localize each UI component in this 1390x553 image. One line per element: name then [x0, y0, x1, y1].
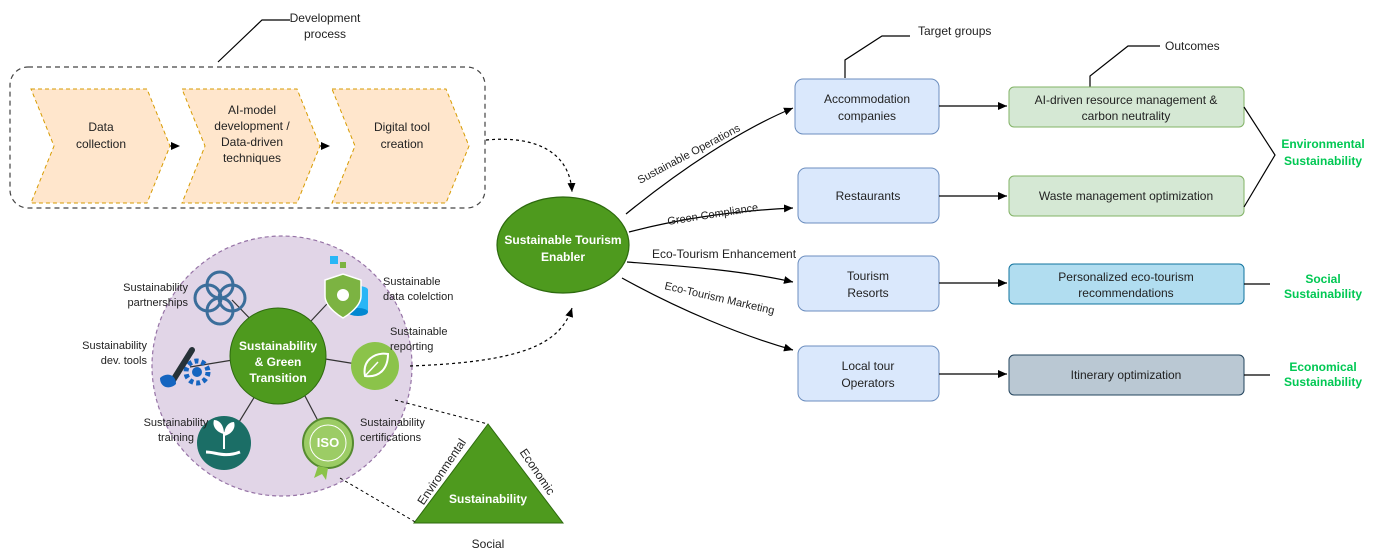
step-1-line-2: collection — [76, 137, 126, 151]
enabler-line2: Enabler — [541, 250, 585, 264]
edge-label-sustainable-operations: Sustainable Operations — [636, 122, 743, 187]
step-3-line-2: creation — [381, 137, 424, 151]
target-4-line-1: Local tour — [842, 359, 895, 373]
step-2-line-2: development / — [214, 119, 290, 133]
certifications-line1: Sustainability — [360, 417, 425, 429]
category-environmental-line2: Sustainability — [1284, 154, 1362, 168]
edge-label-green-compliance: Green Compliance — [667, 202, 759, 228]
outcomes-callout — [1089, 45, 1160, 88]
target-3-line-1: Tourism — [847, 269, 889, 283]
target-1-line-1: Accommodation — [824, 92, 910, 106]
partnerships-line1: Sustainability — [123, 282, 188, 294]
edge-green-compliance — [628, 204, 794, 233]
chevron-ai-model — [181, 88, 321, 204]
data-line1: Sustainable — [383, 276, 441, 288]
edge-sustainable-operations — [625, 107, 794, 215]
step-3-line-1: Digital tool — [374, 120, 430, 134]
target-4-line-2: Operators — [841, 376, 894, 390]
partnerships-line2: partnerships — [127, 297, 188, 309]
target-3-line-2: Resorts — [847, 286, 888, 300]
outcome-3-line-2: recommendations — [1078, 286, 1173, 300]
outcomes-label: Outcomes — [1165, 39, 1220, 53]
triangle-center: Sustainability — [449, 492, 527, 506]
dashed-hub-triangle-top — [394, 399, 489, 425]
dev-tools-icon — [160, 347, 211, 388]
training-line1: Sustainability — [144, 417, 209, 429]
development-label-line2: process — [304, 27, 346, 41]
dashed-hub-triangle-bottom — [339, 477, 418, 524]
step-2-line-4: techniques — [223, 151, 281, 165]
outcome-waste-management — [1008, 175, 1245, 217]
hub-center-line1: Sustainability — [239, 339, 317, 353]
chevron-data-collection — [30, 88, 171, 204]
hub-center-line3: Transition — [249, 371, 306, 385]
category-economical-line1: Economical — [1289, 360, 1356, 374]
devtools-line1: Sustainability — [82, 340, 147, 352]
target-resorts — [797, 255, 940, 312]
devtools-line2: dev. tools — [101, 355, 148, 367]
outcome-1-line-1: AI-driven resource management & — [1035, 93, 1218, 107]
target-2-line-1: Restaurants — [836, 189, 901, 203]
category-social-line2: Sustainability — [1284, 287, 1362, 301]
target-groups-callout — [844, 35, 910, 78]
arrow-hub-to-enabler — [409, 307, 574, 367]
svg-text:ISO: ISO — [317, 435, 339, 450]
target-1-line-2: companies — [838, 109, 896, 123]
outcome-4-line-1: Itinerary optimization — [1071, 368, 1182, 382]
data-collection-icon — [324, 256, 368, 319]
data-line2: data colelction — [383, 291, 453, 303]
chevron-digital-tool — [331, 88, 470, 204]
target-accommodation — [794, 78, 940, 135]
enabler-ellipse — [496, 196, 630, 294]
target-groups-label: Target groups — [918, 24, 991, 38]
edge-eco-marketing — [621, 277, 794, 352]
plant-icon — [197, 416, 251, 470]
development-group-box — [9, 66, 486, 209]
training-line2: training — [158, 432, 194, 444]
enabler-line1: Sustainable Tourism — [504, 233, 621, 247]
outcome-2-line-1: Waste management optimization — [1039, 189, 1213, 203]
certifications-line2: certifications — [360, 432, 422, 444]
hub-center — [229, 307, 327, 405]
triangle-bottom: Social — [472, 537, 505, 551]
step-2-line-1: AI-model — [228, 103, 276, 117]
target-tour-operators — [797, 345, 940, 402]
arrow-dev-to-enabler — [485, 138, 576, 193]
category-environmental-line1: Environmental — [1281, 137, 1364, 151]
step-2-line-3: Data-driven — [221, 135, 283, 149]
development-label-line1: Development — [290, 11, 361, 25]
iso-badge-icon: ISO — [302, 417, 354, 480]
category-economical-line2: Sustainability — [1284, 375, 1362, 389]
outcome-3-line-1: Personalized eco-tourism — [1058, 270, 1193, 284]
edge-eco-enhancement — [626, 261, 794, 284]
edge-label-eco-marketing: Eco-Tourism Marketing — [663, 280, 775, 317]
bracket-environmental — [1243, 106, 1276, 208]
outcome-1-line-2: carbon neutrality — [1082, 109, 1171, 123]
sustainability-triangle — [413, 423, 565, 524]
edge-label-eco-enhancement: Eco-Tourism Enhancement — [652, 247, 797, 261]
development-callout-line — [217, 19, 290, 63]
category-social-line1: Social — [1305, 272, 1340, 286]
partnerships-icon — [193, 270, 247, 326]
leaf-icon — [351, 342, 399, 390]
reporting-line1: Sustainable — [390, 326, 448, 338]
step-1-line-1: Data — [88, 120, 114, 134]
reporting-line2: reporting — [390, 341, 433, 353]
hub-center-line2: & Green — [255, 355, 302, 369]
